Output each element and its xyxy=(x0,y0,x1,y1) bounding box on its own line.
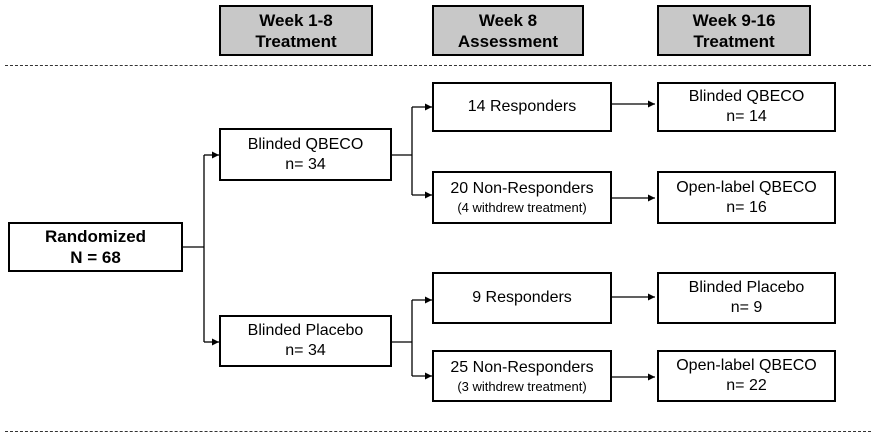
bottom-dashed-divider xyxy=(5,431,871,432)
placebo-nonresponders-note: (3 withdrew treatment) xyxy=(457,378,587,394)
blinded-qbeco-arm-label: Blinded QBECO xyxy=(247,135,364,153)
placebo-nonresponders-box: 25 Non-Responders (3 withdrew treatment) xyxy=(432,350,612,402)
header-week-8-line1: Week 8 xyxy=(478,10,538,30)
blinded-placebo-arm-label: Blinded Placebo xyxy=(247,322,364,339)
blinded-placebo-arm-count: n= 34 xyxy=(285,342,326,359)
randomized-count: N = 68 xyxy=(70,248,121,267)
randomized-box: Randomized N = 68 xyxy=(8,222,183,272)
out-openlabel-qbeco-1-label: Open-label QBECO xyxy=(676,178,817,196)
placebo-responders-label: 9 Responders xyxy=(472,289,572,306)
header-week-1-8-line2: Treatment xyxy=(255,31,337,51)
out-blinded-qbeco-label: Blinded QBECO xyxy=(688,88,805,105)
out-openlabel-qbeco-2-label: Open-label QBECO xyxy=(676,357,817,374)
qbeco-responders-label: 14 Responders xyxy=(467,98,577,115)
placebo-responders-box: 9 Responders xyxy=(432,272,612,324)
out-openlabel-qbeco-1-box: Open-label QBECO n= 16 xyxy=(657,171,836,224)
out-openlabel-qbeco-2-box: Open-label QBECO n= 22 xyxy=(657,350,836,402)
header-week-8-assessment: Week 8 Assessment xyxy=(432,5,584,56)
out-blinded-qbeco-box: Blinded QBECO n= 14 xyxy=(657,82,836,132)
blinded-qbeco-arm-box: Blinded QBECO n= 34 xyxy=(219,128,392,181)
header-week-1-8-treatment: Week 1-8 Treatment xyxy=(219,5,373,56)
header-week-9-16-line1: Week 9-16 xyxy=(692,10,776,30)
randomized-label: Randomized xyxy=(44,227,147,246)
out-openlabel-qbeco-1-count: n= 16 xyxy=(726,198,767,216)
header-week-9-16-treatment: Week 9-16 Treatment xyxy=(657,5,811,56)
header-week-8-line2: Assessment xyxy=(457,31,559,51)
out-blinded-placebo-box: Blinded Placebo n= 9 xyxy=(657,272,836,324)
blinded-placebo-arm-box: Blinded Placebo n= 34 xyxy=(219,315,392,367)
qbeco-nonresponders-note: (4 withdrew treatment) xyxy=(457,200,587,215)
qbeco-responders-box: 14 Responders xyxy=(432,82,612,132)
out-openlabel-qbeco-2-count: n= 22 xyxy=(726,377,767,394)
qbeco-nonresponders-label: 20 Non-Responders xyxy=(450,180,594,197)
out-blinded-qbeco-count: n= 14 xyxy=(726,108,767,125)
placebo-nonresponders-label: 25 Non-Responders xyxy=(450,358,594,376)
out-blinded-placebo-count: n= 9 xyxy=(730,299,763,316)
header-week-1-8-line1: Week 1-8 xyxy=(259,10,333,30)
qbeco-nonresponders-box: 20 Non-Responders (4 withdrew treatment) xyxy=(432,171,612,224)
out-blinded-placebo-label: Blinded Placebo xyxy=(688,279,805,296)
blinded-qbeco-arm-count: n= 34 xyxy=(285,155,326,173)
header-week-9-16-line2: Treatment xyxy=(693,31,775,51)
top-dashed-divider xyxy=(5,65,871,66)
